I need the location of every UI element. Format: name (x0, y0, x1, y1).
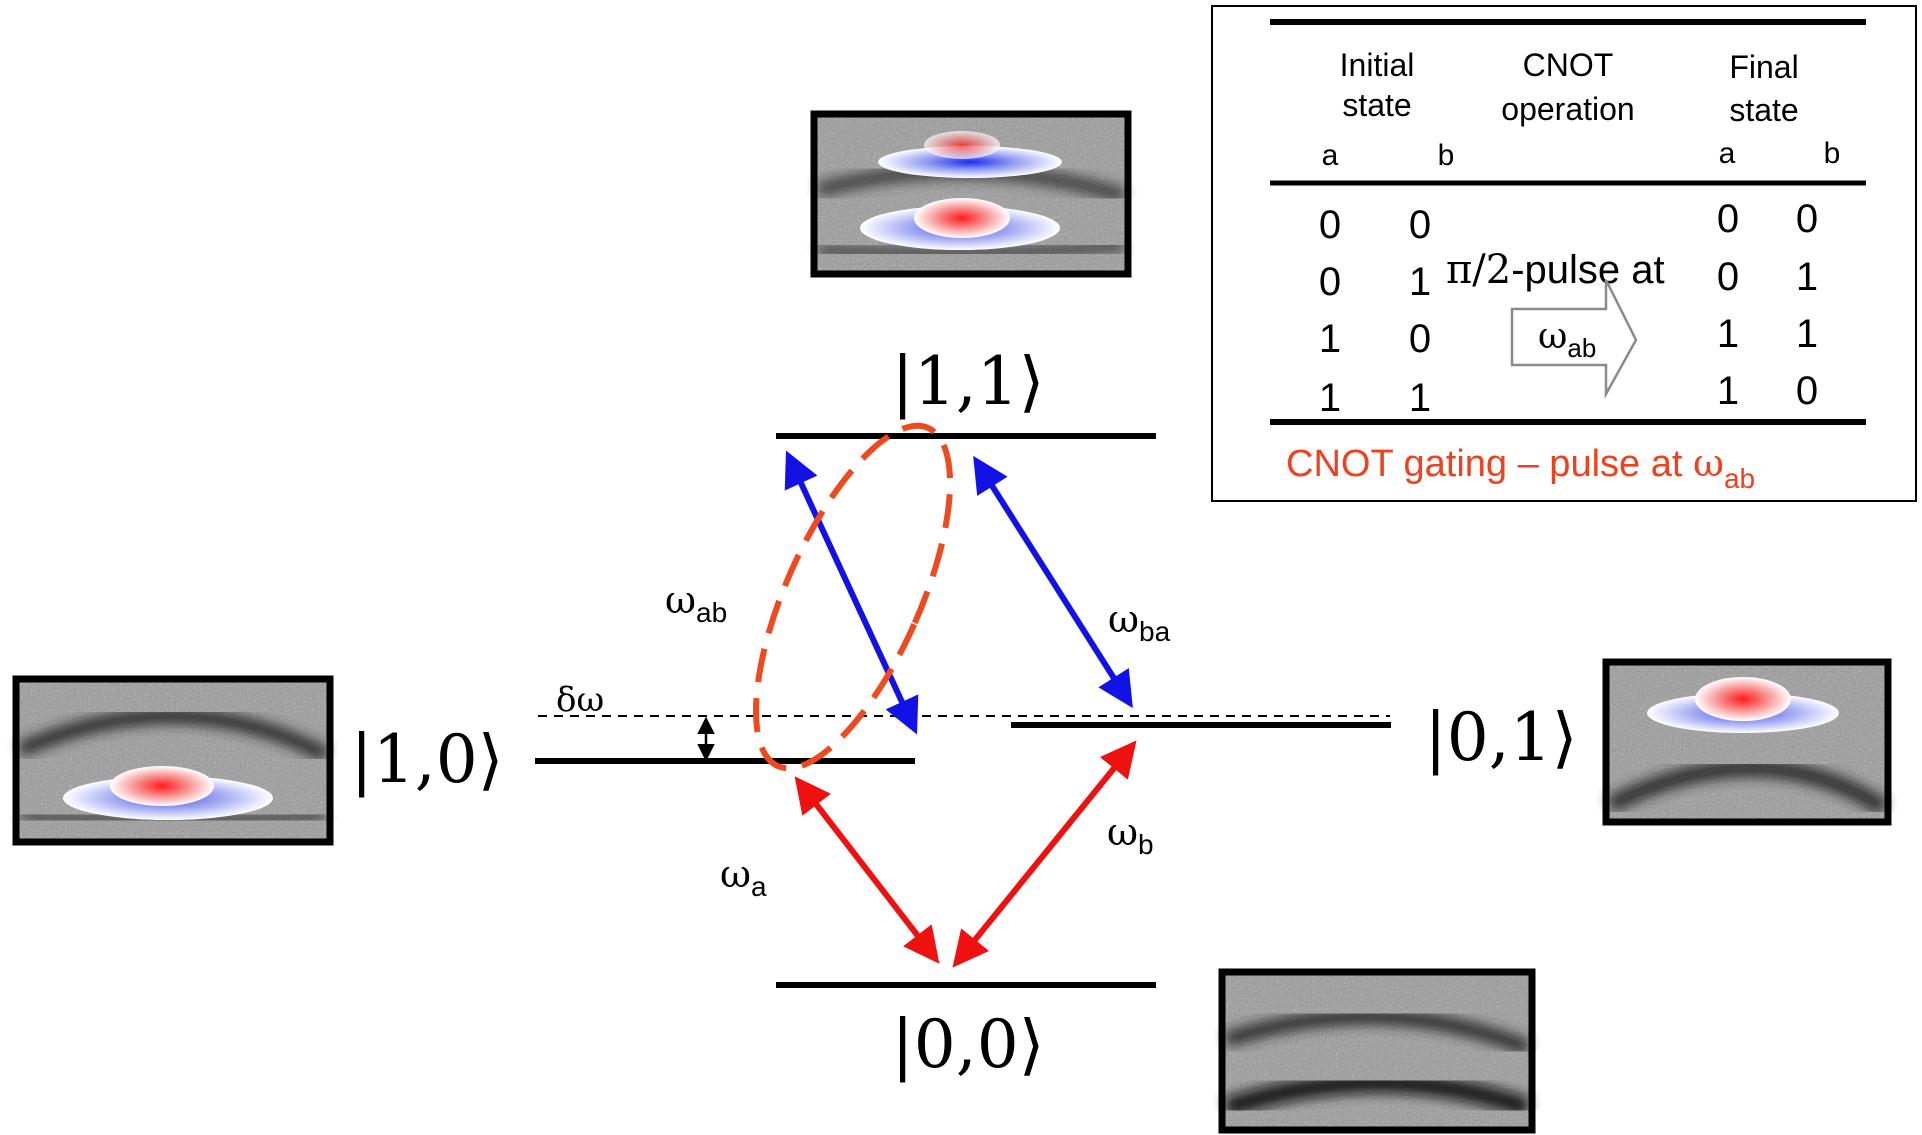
label-w-a: ωa (720, 852, 767, 902)
arrow-w-ab (784, 450, 919, 735)
label-detuning: δω (556, 680, 604, 720)
cell-initial-a: 0 (1319, 260, 1341, 304)
image-state-00 (1218, 968, 1536, 1134)
header-initial-a: a (1322, 139, 1339, 172)
state-label-10: |1,0⟩ (351, 721, 504, 798)
cnot-truth-table: Initial state CNOT operation Final state… (1211, 5, 1917, 502)
label-w-b: ωb (1107, 810, 1154, 860)
table-row: 0 1 0 1 (1319, 255, 1818, 304)
header-final-b: b (1824, 137, 1841, 170)
cell-initial-b: 0 (1409, 203, 1431, 247)
cell-initial-a: 0 (1319, 203, 1341, 247)
cell-final-a: 1 (1717, 312, 1739, 356)
table-caption: CNOT gating – pulse at ωab (1286, 441, 1755, 494)
cell-initial-a: 1 (1319, 317, 1341, 361)
header-initial-1: Initial (1340, 47, 1415, 83)
cell-final-a: 0 (1717, 197, 1739, 241)
cell-initial-a: 1 (1319, 376, 1341, 420)
header-final-a: a (1719, 137, 1736, 170)
header-initial-2: state (1342, 87, 1411, 123)
cell-final-a: 0 (1717, 255, 1739, 299)
state-label-01: |0,1⟩ (1425, 699, 1578, 776)
header-final-1: Final (1729, 49, 1798, 85)
header-op-2: operation (1501, 91, 1634, 127)
arrow-w-b (952, 740, 1137, 968)
header-op-1: CNOT (1523, 47, 1614, 83)
label-w-ab: ωab (665, 578, 727, 628)
cell-final-b: 1 (1796, 255, 1818, 299)
header-initial-b: b (1438, 139, 1455, 172)
state-label-11: |1,1⟩ (892, 343, 1045, 420)
table-row: 1 1 1 0 (1319, 369, 1818, 420)
label-w-ba: ωba (1108, 597, 1171, 647)
image-state-01 (1602, 658, 1892, 826)
table-row: 0 0 0 0 (1319, 197, 1818, 247)
cell-final-b: 0 (1796, 369, 1818, 413)
operation-frequency: ωab (1538, 316, 1596, 363)
table-row: 1 0 1 1 (1319, 312, 1818, 361)
arrow-w-a (794, 776, 940, 964)
header-final-2: state (1729, 92, 1798, 128)
cell-initial-b: 1 (1409, 260, 1431, 304)
cell-initial-b: 0 (1409, 317, 1431, 361)
pulse-description: π/2-pulse at (1446, 247, 1665, 293)
image-state-10 (12, 675, 334, 846)
cell-final-b: 1 (1796, 312, 1818, 356)
state-label-00: |0,0⟩ (892, 1006, 1045, 1083)
cell-final-b: 0 (1796, 197, 1818, 241)
image-state-11 (810, 110, 1132, 278)
cnot-highlight-ellipse (753, 422, 953, 772)
cell-initial-b: 1 (1409, 376, 1431, 420)
arrow-w-ba (973, 455, 1133, 709)
operation-arrow (1510, 279, 1638, 399)
cell-final-a: 1 (1717, 369, 1739, 413)
